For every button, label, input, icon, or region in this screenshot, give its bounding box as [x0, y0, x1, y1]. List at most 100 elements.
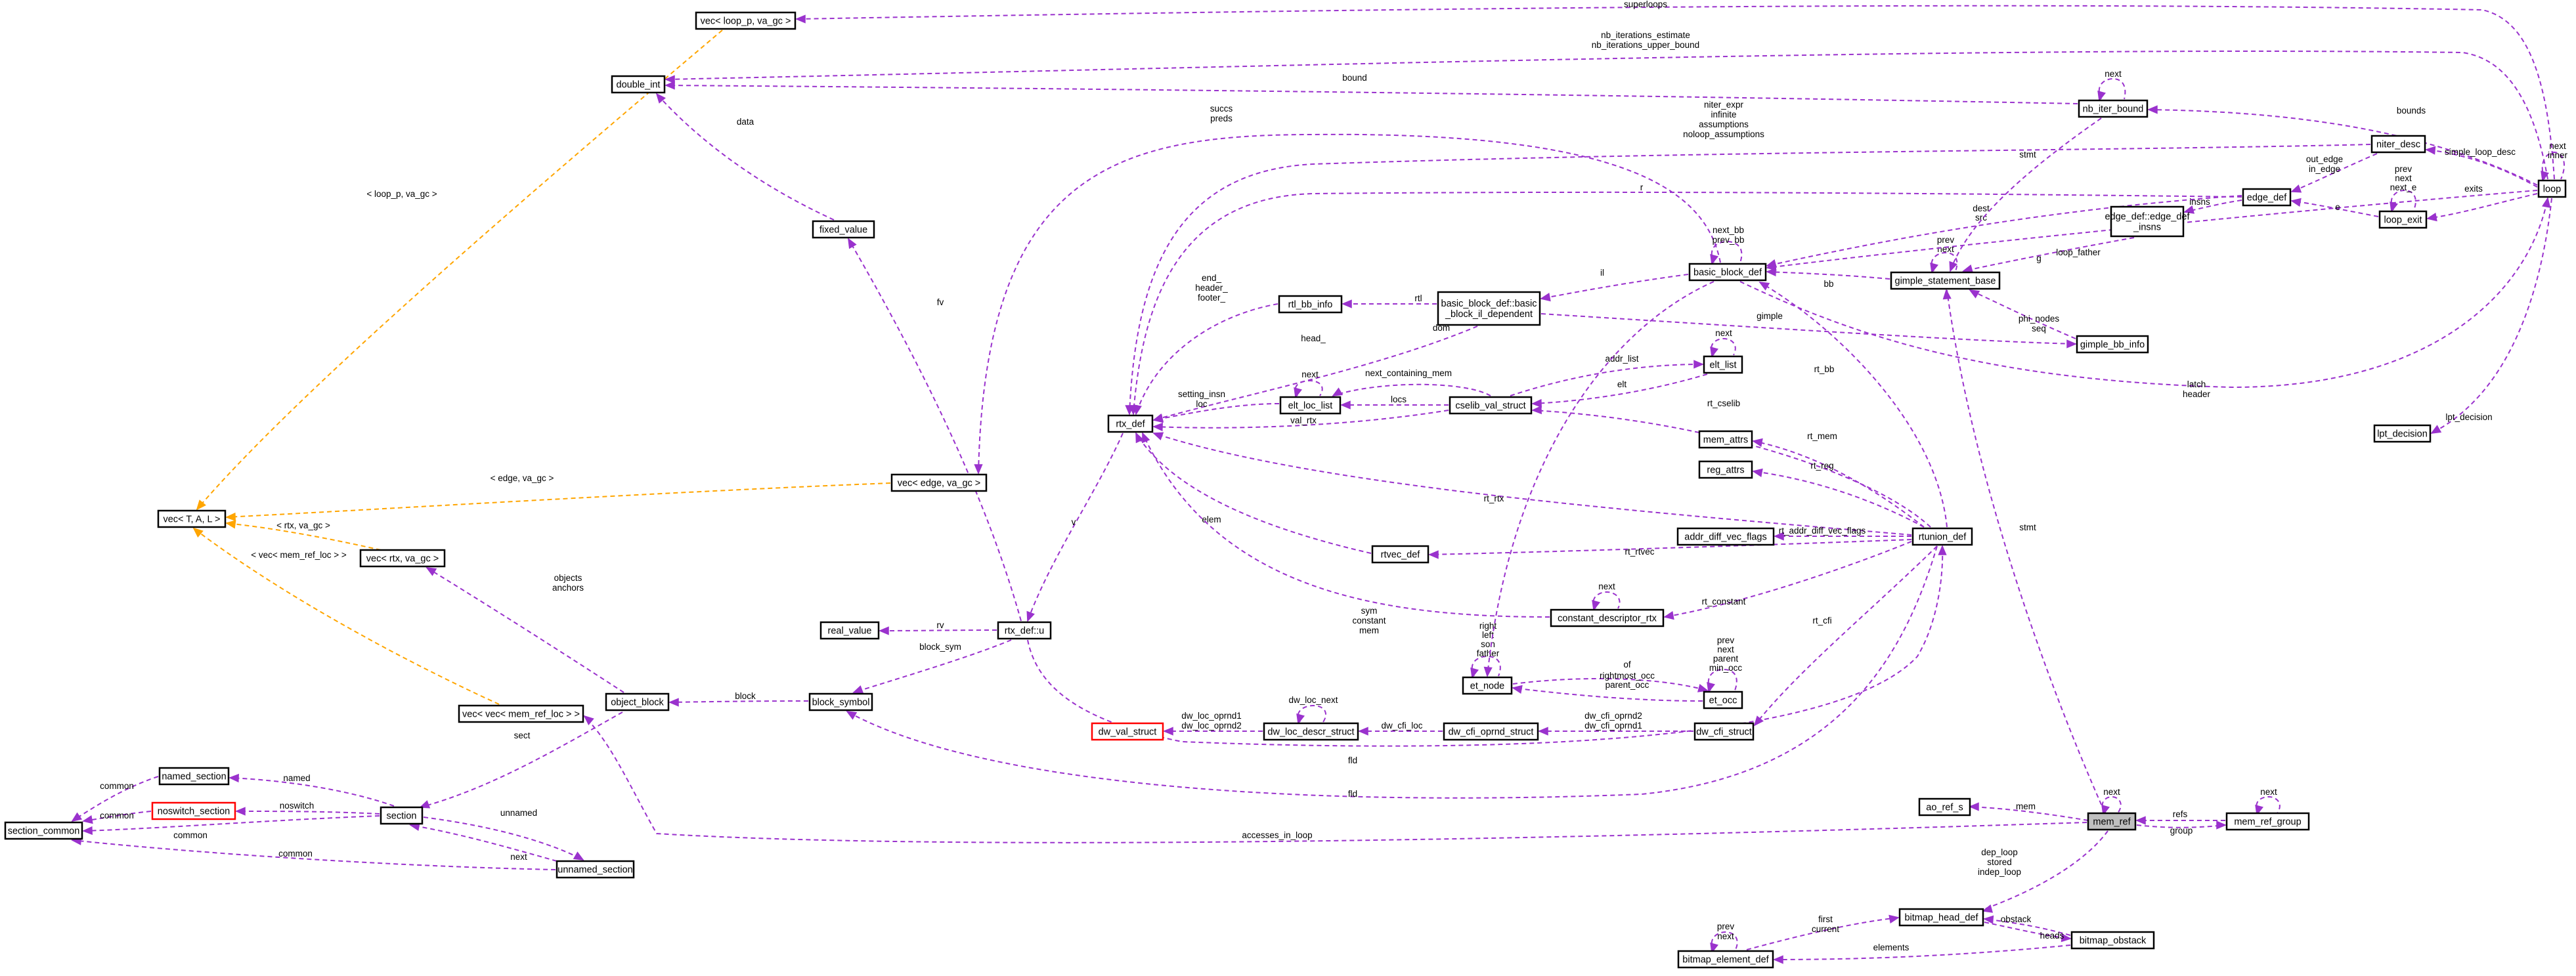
node-vec-loop-p[interactable]: vec< loop_p, va_gc >	[695, 11, 797, 30]
edge-label: first	[1818, 914, 1833, 924]
edge-label: prev	[1937, 235, 1955, 245]
node-lpt-decision[interactable]: lpt_decision	[2373, 424, 2432, 443]
node-cselib-val-struct[interactable]: cselib_val_struct	[1449, 396, 1533, 415]
edge-label: noswitch	[280, 801, 315, 811]
node-label: unnamed_section	[557, 865, 632, 876]
edge-mem_ref-to-mem_ref_group: refs	[2135, 809, 2225, 825]
node-section-common[interactable]: section_common	[4, 821, 83, 840]
arrowhead-icon	[1969, 802, 1979, 811]
edge-line	[584, 716, 2087, 843]
node-edge-def-insns[interactable]: edge_def::edge_def_insns	[2105, 205, 2190, 238]
node-box	[1462, 676, 1513, 695]
edge-line	[1984, 830, 2108, 910]
node-dw-cfi-oprnd-struct[interactable]: dw_cfi_oprnd_struct	[1443, 722, 1539, 741]
node-object-block[interactable]: object_block	[605, 692, 670, 711]
node-rtx-def[interactable]: rtx_def	[1107, 414, 1154, 433]
edge-label: next	[2549, 141, 2566, 151]
arrowhead-icon	[1752, 438, 1763, 447]
node-rtx-def-u[interactable]: rtx_def::u	[997, 621, 1052, 640]
node-unnamed-section[interactable]: unnamed_section	[556, 860, 635, 879]
node-elt-list[interactable]: elt_list	[1703, 355, 1743, 374]
node-dw-cfi-struct[interactable]: dw_cfi_struct	[1693, 722, 1755, 741]
node-addr-diff-vec-flags[interactable]: addr_diff_vec_flags	[1676, 527, 1775, 546]
node-niter-desc[interactable]: niter_desc	[2370, 135, 2426, 154]
node-mem-ref[interactable]: mem_ref	[2087, 812, 2137, 831]
node-fixed-value[interactable]: fixed_value	[812, 220, 875, 239]
arrowhead-icon	[1663, 611, 1674, 620]
arrowhead-icon	[879, 626, 889, 635]
node-dw-loc-descr-struct[interactable]: dw_loc_descr_struct	[1263, 722, 1359, 741]
node-label: _insns	[2133, 223, 2161, 233]
edge-rtl_bb_info-to-rtx_def: end_header_footer_	[1133, 273, 1278, 415]
node-block-symbol[interactable]: block_symbol	[808, 692, 873, 711]
arrowhead-icon	[2430, 425, 2442, 434]
arrowhead-icon	[1942, 289, 1952, 300]
node-label: ao_ref_s	[1926, 803, 1963, 813]
node-mem-attrs[interactable]: mem_attrs	[1698, 430, 1753, 449]
node-label: niter_desc	[2376, 140, 2420, 150]
arrowhead-icon	[1152, 422, 1163, 432]
node-vec-T-A-L[interactable]: vec< T, A, L >	[157, 509, 227, 528]
node-ao-ref-s[interactable]: ao_ref_s	[1918, 797, 1971, 817]
edge-line	[1984, 922, 2071, 939]
node-rtl-bb-info[interactable]: rtl_bb_info	[1278, 295, 1343, 314]
node-rtunion-def[interactable]: rtunion_def	[1911, 527, 1973, 546]
node-section[interactable]: section	[380, 806, 424, 825]
edge-line	[1711, 931, 1738, 952]
node-box	[1703, 690, 1743, 710]
node-bitmap-element-def[interactable]: bitmap_element_def	[1677, 950, 1774, 969]
node-mem-ref-group[interactable]: mem_ref_group	[2225, 812, 2310, 831]
node-gimple-bb-info[interactable]: gimple_bb_info	[2076, 335, 2149, 354]
edge-label: next	[1715, 328, 1732, 338]
edge-label: fld	[1348, 755, 1357, 765]
node-basic-block-def[interactable]: basic_block_def	[1688, 263, 1767, 282]
arrowhead-icon	[1766, 262, 1777, 271]
arrowhead-icon	[1538, 727, 1548, 736]
node-constant-descriptor-rtx[interactable]: constant_descriptor_rtx	[1550, 608, 1665, 627]
node-box	[1278, 295, 1343, 314]
edge-label: succs	[1210, 104, 1233, 114]
node-nb-iter-bound[interactable]: nb_iter_bound	[2078, 99, 2149, 118]
node-gimple-statement-base[interactable]: gimple_statement_base	[1890, 271, 2001, 290]
node-reg-attrs[interactable]: reg_attrs	[1698, 460, 1753, 479]
node-bitmap-obstack[interactable]: bitmap_obstack	[2070, 931, 2155, 950]
node-elt-loc-list[interactable]: elt_loc_list	[1279, 396, 1342, 415]
edge-line	[1487, 281, 1714, 677]
arrowhead-icon	[1358, 727, 1368, 736]
node-box	[1091, 722, 1164, 741]
node-named-section[interactable]: named_section	[158, 767, 230, 786]
node-loop-exit[interactable]: loop_exit	[2378, 210, 2428, 229]
node-rtvec-def[interactable]: rtvec_def	[1371, 545, 1430, 564]
node-box	[157, 509, 227, 528]
node-et-occ[interactable]: et_occ	[1703, 690, 1743, 710]
edge-line	[1153, 403, 1280, 421]
node-edge-def[interactable]: edge_def	[2242, 188, 2292, 207]
node-loop[interactable]: loop	[2537, 179, 2567, 198]
arrowhead-icon	[1294, 387, 1302, 398]
edge-label: simple_loop_desc	[2445, 147, 2516, 157]
edge-rtx_def_u-to-block_symbol: block_sym	[852, 639, 1012, 694]
node-noswitch-section[interactable]: noswitch_section	[151, 801, 236, 820]
node-label: dw_cfi_struct	[1696, 727, 1752, 738]
node-dw-val-struct[interactable]: dw_val_struct	[1091, 722, 1164, 741]
node-bb-dependent[interactable]: basic_block_def::basic_block_il_dependen…	[1437, 291, 1541, 326]
arrowhead-icon	[2183, 205, 2195, 214]
node-vec-vec-mem-ref-loc[interactable]: vec< vec< mem_ref_loc > >	[458, 704, 584, 723]
edge-section-to-unnamed_section: unnamed	[423, 808, 584, 860]
edge-unnamed_section-to-section_common: common	[71, 836, 556, 870]
edge-label: < edge, va_gc >	[491, 473, 554, 483]
node-double-int[interactable]: double_int	[611, 75, 666, 94]
node-et-node[interactable]: et_node	[1462, 676, 1513, 695]
edge-label: loc	[1196, 399, 1208, 409]
arrowhead-icon	[1773, 955, 1783, 964]
edge-line	[1510, 364, 1703, 396]
node-bitmap-head-def[interactable]: bitmap_head_def	[1898, 908, 1984, 927]
arrowhead-icon	[1428, 550, 1439, 559]
node-real-value[interactable]: real_value	[819, 621, 880, 640]
node-vec-edge[interactable]: vec< edge, va_gc >	[890, 473, 988, 492]
edge-object_block-to-section: sect	[419, 711, 623, 809]
node-vec-rtx[interactable]: vec< rtx, va_gc >	[359, 549, 446, 568]
